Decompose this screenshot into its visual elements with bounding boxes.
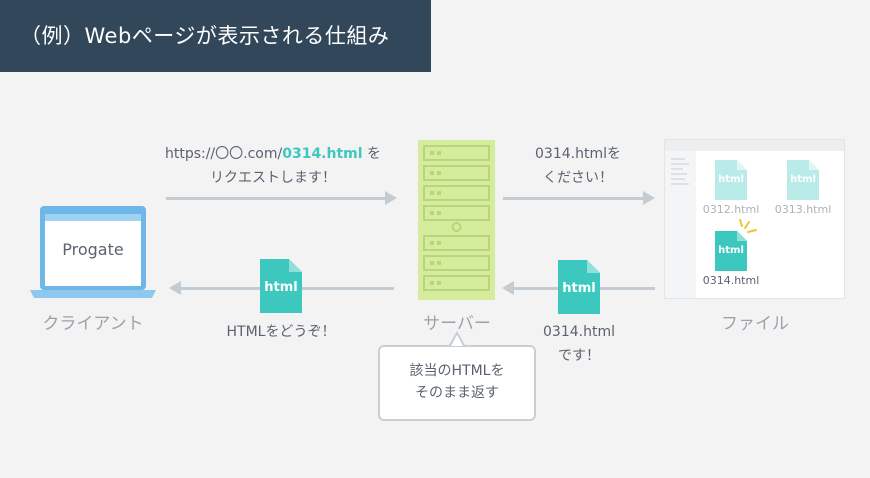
client-response-icon-text: html [264, 280, 298, 295]
arrow-head-left-icon [502, 281, 514, 295]
request-text: https://〇〇.com/0314.html を リクエストします！ [148, 142, 398, 190]
note-line2: そのまま返す [415, 385, 499, 401]
file-response-line2: です！ [558, 348, 600, 364]
file-item[interactable]: html 0312.html [700, 160, 760, 220]
file-window-titlebar [665, 140, 844, 151]
note-box: 該当のHTMLを そのまま返す [378, 345, 536, 421]
sparkle-icon [736, 218, 758, 242]
client-response-text: HTMLをどうぞ！ [226, 324, 336, 340]
html-file-icon [715, 160, 747, 204]
ask-file-line2: ください！ [543, 170, 613, 186]
request-url: https://〇〇.com/0314.html を [148, 142, 398, 166]
file-response-icon-text: html [562, 281, 596, 296]
client-screen-text: Progate [62, 240, 124, 259]
file-icon-text: html [718, 174, 744, 185]
client-label: クライアント [42, 314, 144, 334]
request-url-suffix: を [362, 146, 382, 162]
html-file-icon [787, 160, 819, 204]
file-name: 0312.html [702, 203, 760, 216]
arrow-head-left-icon [169, 281, 181, 295]
arrow-head-right-icon [385, 191, 397, 205]
ask-file-line1: 0314.htmlを [535, 146, 621, 162]
file-icon-text: html [718, 245, 744, 256]
server-icon [418, 140, 495, 300]
file-item[interactable]: html 0313.html [772, 160, 832, 220]
file-response-line1: 0314.html [543, 324, 615, 340]
arrow-server-to-files [503, 197, 645, 200]
ask-file-text: 0314.htmlを ください！ [508, 142, 648, 190]
file-window-sidebar [665, 151, 696, 298]
file-item-selected[interactable]: html 0314.html [700, 231, 760, 291]
server-label: サーバー [423, 314, 491, 334]
request-line2: リクエストします！ [210, 170, 336, 186]
note-pointer-inner [451, 335, 463, 346]
sidebar-lines-icon [671, 158, 691, 192]
request-url-prefix: https://〇〇.com/ [164, 146, 283, 162]
note-line1: 該当のHTMLを [409, 363, 505, 379]
file-response-text: 0314.html です！ [524, 320, 634, 368]
file-name: 0314.html [702, 274, 760, 287]
files-label: ファイル [721, 314, 789, 334]
html-file-icon [715, 231, 747, 275]
arrow-client-to-server [166, 197, 388, 200]
request-url-file: 0314.html [282, 146, 363, 162]
arrow-head-right-icon [643, 191, 655, 205]
html-file-icon [558, 260, 600, 318]
file-icon-text: html [790, 174, 816, 185]
file-name: 0313.html [774, 203, 832, 216]
client-laptop-icon [30, 206, 156, 300]
page-title: （例）Webページが表示される仕組み [0, 0, 431, 72]
html-file-icon [260, 259, 302, 317]
